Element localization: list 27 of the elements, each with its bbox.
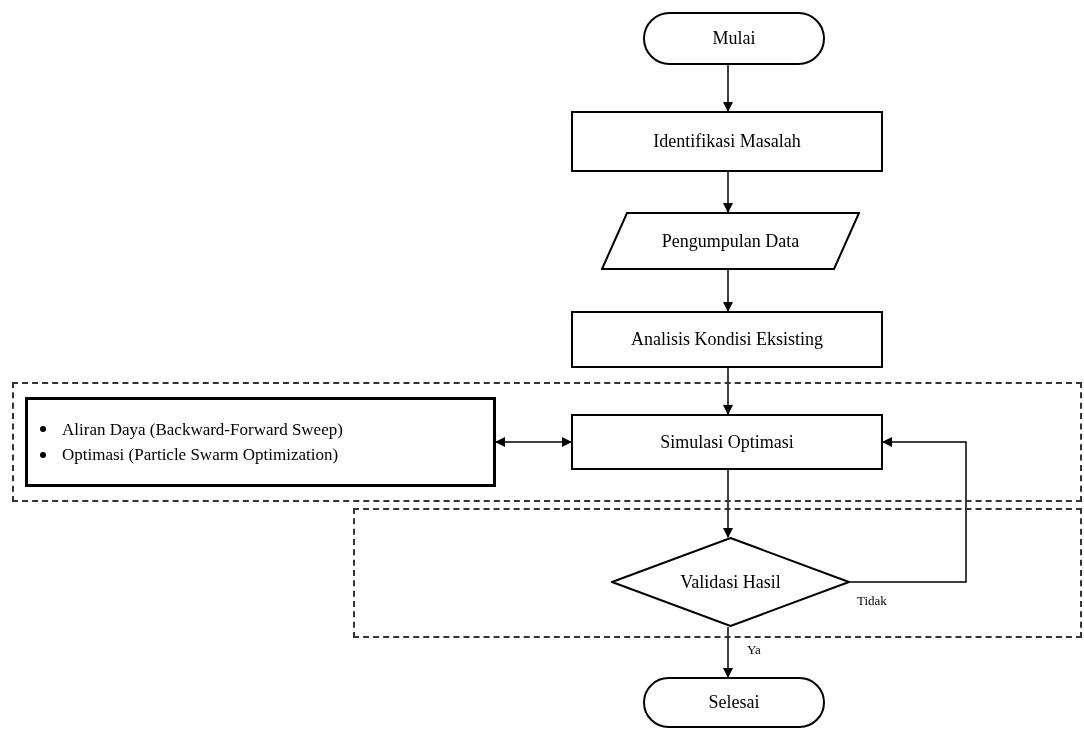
node-label: Selesai [708,691,760,714]
list-item-text: Aliran Daya (Backward-Forward Sweep) [62,418,343,440]
arrow [723,469,733,538]
terminal-box [643,677,825,728]
dashed-region [353,508,1082,638]
process-box [571,111,883,172]
arrow [723,269,733,312]
decision-diamond [611,537,850,627]
node-label: Pengumpulan Data [661,229,800,253]
arrow [723,64,733,112]
node-label: Identifikasi Masalah [653,130,801,153]
arrow [723,367,733,415]
node-label: Simulasi Optimasi [660,430,794,454]
arrow [495,437,572,447]
list-box [25,397,496,487]
data-parallelogram [601,212,860,270]
process-box [571,311,883,368]
node-label: Mulai [712,27,756,50]
arrow [723,626,733,678]
dashed-region [12,382,1082,502]
terminal-box [643,12,825,65]
list-item-text: Optimasi (Particle Swarm Optimization) [62,444,339,466]
node-label: Validasi Hasil [680,570,781,594]
arrow [723,171,733,213]
process-box [571,414,883,470]
arrow [849,437,967,583]
node-label: Analisis Kondisi Eksisting [631,328,823,351]
